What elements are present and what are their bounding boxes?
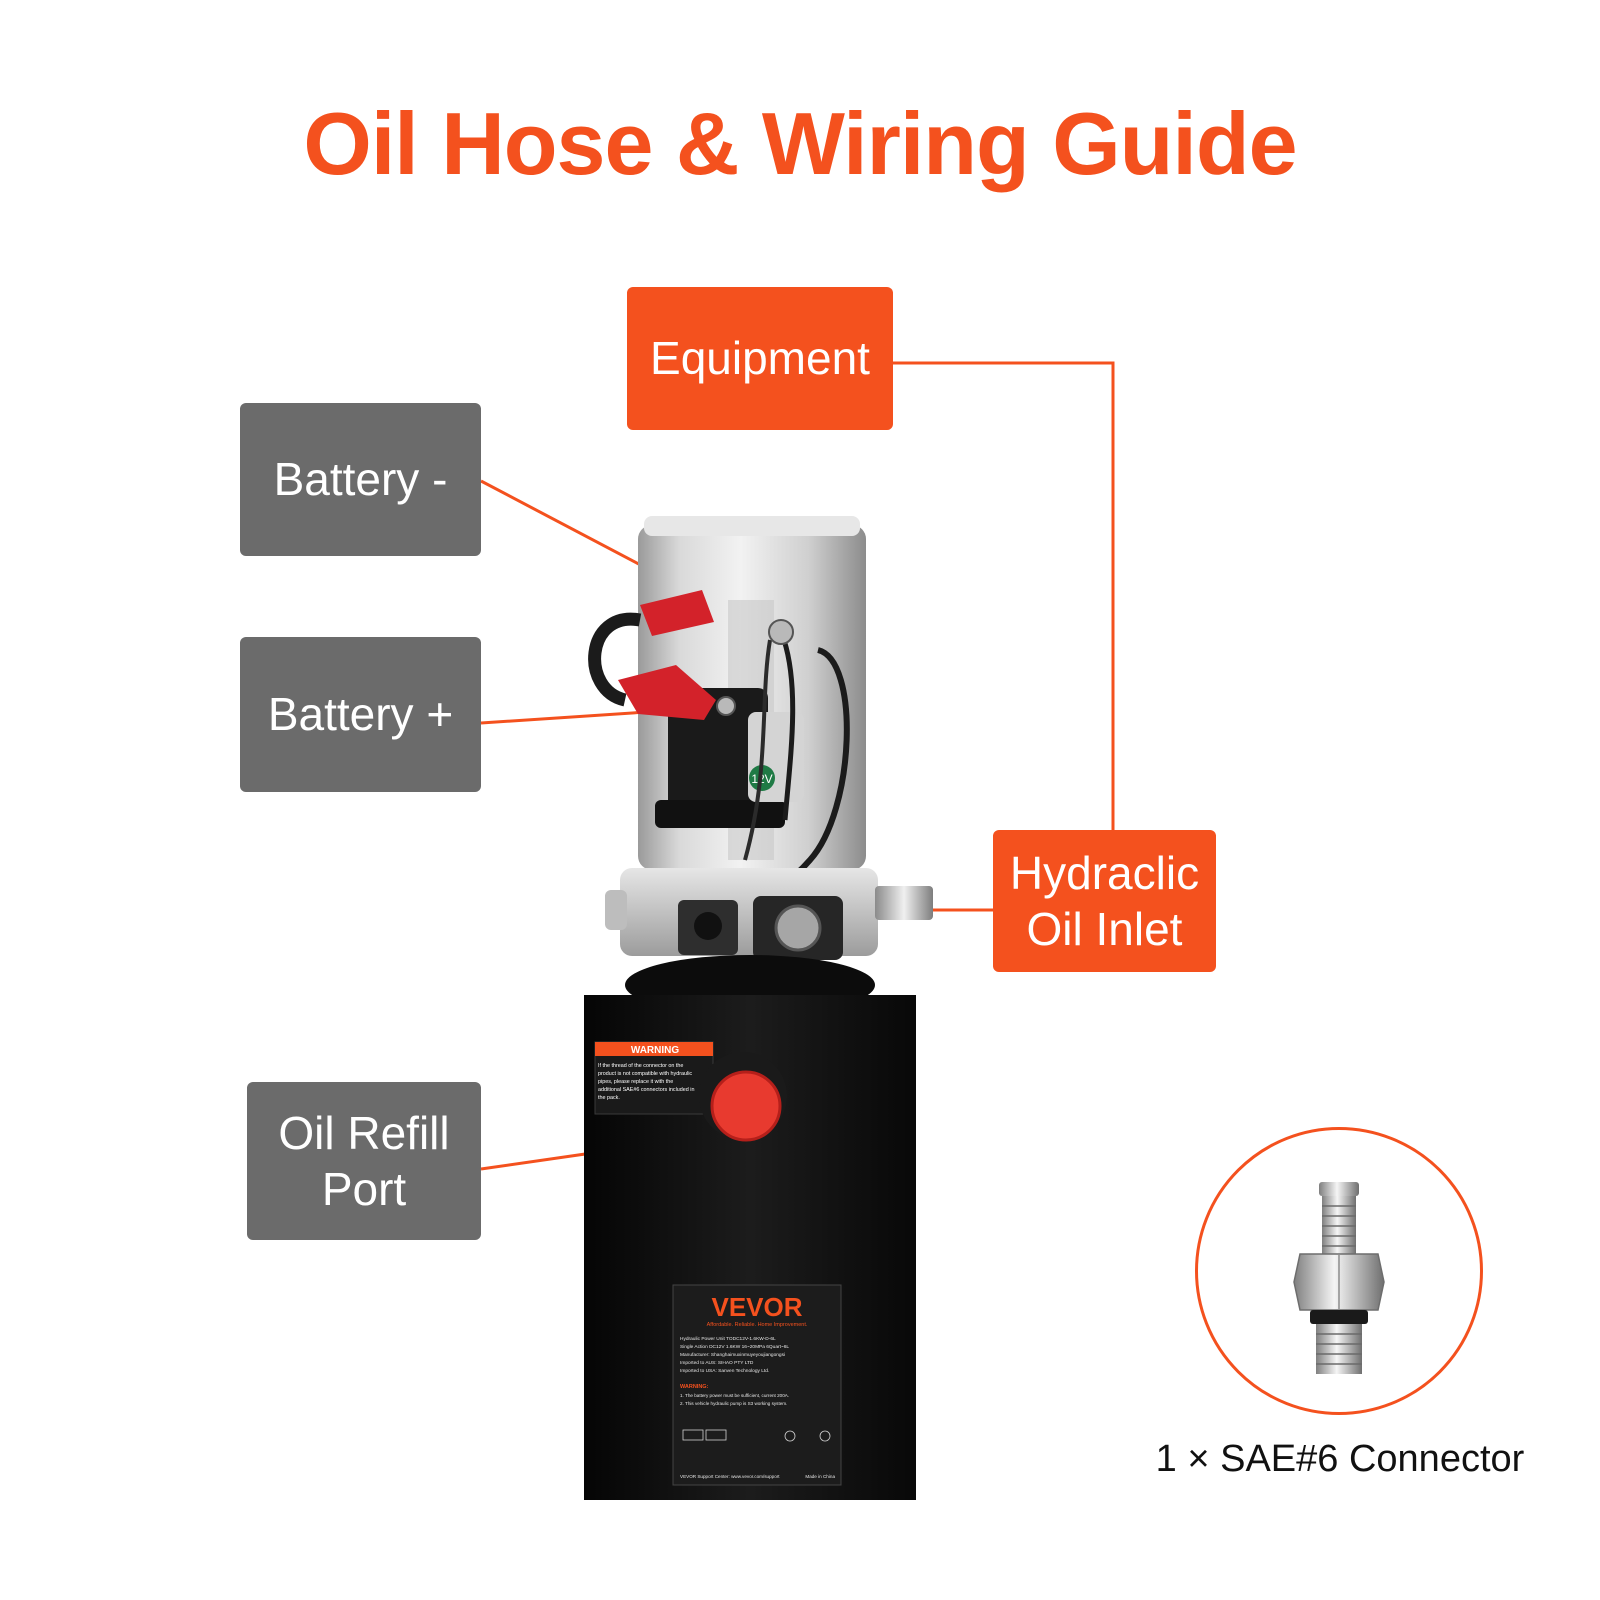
valve-block bbox=[605, 868, 933, 960]
battery-positive-callout: Battery + bbox=[240, 637, 481, 792]
hydraulic-oil-inlet-callout: Hydraclic Oil Inlet bbox=[993, 830, 1216, 972]
equipment-callout: Equipment bbox=[627, 287, 893, 430]
battery-negative-label: Battery - bbox=[273, 453, 448, 506]
oil-refill-label-line-2: Port bbox=[321, 1163, 407, 1215]
battery-positive-label: Battery + bbox=[267, 688, 454, 741]
nameplate bbox=[672, 1284, 842, 1486]
hydraulic-inlet-label-line-2: Oil Inlet bbox=[1026, 903, 1183, 955]
nameplate-brand: VEVOR bbox=[711, 1292, 802, 1322]
oil-refill-port-callout: Oil Refill Port bbox=[247, 1082, 481, 1240]
red-terminal-boots bbox=[618, 590, 794, 720]
nameplate-line-3: Manufacturer: Shanghaimuxinmuyeyoujiango… bbox=[680, 1352, 785, 1358]
connector-inset bbox=[1195, 1127, 1483, 1415]
nameplate-warn-1: 1. The battery power must be sufficient,… bbox=[680, 1393, 789, 1398]
nameplate-tagline: Affordable. Reliable. Home Improvement. bbox=[707, 1322, 808, 1328]
nameplate-line-2: Single Action DC12V 1.6KW 16~20MPa 6Quar… bbox=[680, 1344, 789, 1350]
nameplate-line-1: Hydraulic Power Unit TODC12V-1.6KW-D-6L bbox=[680, 1336, 776, 1342]
battery-negative-callout: Battery - bbox=[240, 403, 481, 556]
hydraulic-inlet-label-line-1: Hydraclic bbox=[1009, 846, 1200, 899]
warning-heading: WARNING bbox=[631, 1045, 680, 1056]
connector-caption: 1 × SAE#6 Connector bbox=[1155, 1438, 1525, 1480]
page-title: Oil Hose & Wiring Guide bbox=[303, 94, 1297, 193]
leader-line-equipment bbox=[893, 361, 1115, 830]
nameplate-warning: WARNING: bbox=[680, 1384, 709, 1390]
equipment-label: Equipment bbox=[650, 332, 870, 385]
warning-text-2: product is not compatible with hydraulic bbox=[598, 1071, 692, 1077]
oil-refill-label-line-1: Oil Refill bbox=[278, 1106, 450, 1159]
nameplate-footer: VEVOR Support Center: www.vevor.com/supp… bbox=[680, 1474, 780, 1479]
nameplate-line-5: Imported to USA: Sanven Technology Ltd. bbox=[680, 1368, 769, 1374]
warning-text-5: the pack. bbox=[598, 1095, 620, 1101]
nameplate-warn-2: 2. This vehicle hydraulic pump is S3 wor… bbox=[680, 1401, 787, 1406]
warning-text-1: If the thread of the connector on the bbox=[598, 1063, 683, 1069]
certification-marks-icon bbox=[682, 1429, 831, 1442]
warning-text-4: additional SAE#6 connectors included in bbox=[598, 1087, 695, 1093]
nameplate-made-in: Made in China bbox=[805, 1474, 835, 1479]
warning-text-3: pipes, please replace it with the bbox=[598, 1079, 673, 1085]
oil-tank: WARNING If the thread of the connector o… bbox=[584, 995, 916, 1500]
sae6-connector-icon bbox=[1293, 1182, 1385, 1374]
nameplate-line-4: Imported to AUS: SIHAO PTY LTD bbox=[680, 1360, 754, 1366]
